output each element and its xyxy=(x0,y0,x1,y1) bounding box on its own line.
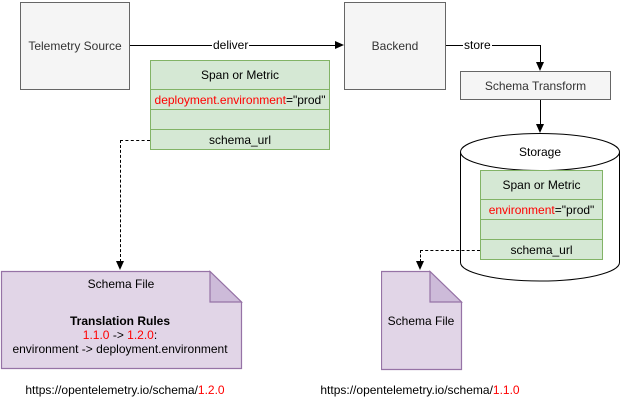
schema-url-right-version: 1.1.0 xyxy=(492,383,520,397)
node-telemetry-source: Telemetry Source xyxy=(20,2,130,90)
schema-url-left-version: 1.2.0 xyxy=(197,383,225,397)
attribute-value: ="prod" xyxy=(554,202,595,217)
schema-url-to-right-file-connector-v xyxy=(420,250,421,262)
span-metric-title: Span or Metric xyxy=(502,178,581,192)
node-schema-transform: Schema Transform xyxy=(460,71,611,100)
translation-rule-line: environment -> deployment.environment xyxy=(12,342,228,356)
schema-url-field: schema_url xyxy=(510,242,573,257)
left-file-arrowhead-icon xyxy=(116,261,124,270)
span-metric-title: Span or Metric xyxy=(200,68,280,82)
deliver-arrowhead-icon xyxy=(335,41,344,49)
schema-url-to-left-file-connector-h xyxy=(120,140,150,141)
schema-url-to-right-file-connector-h xyxy=(420,250,480,251)
schema-url-field: schema_url xyxy=(208,132,272,147)
transform-to-storage-arrowhead-icon xyxy=(536,124,544,133)
version-mapping-line: 1.1.0 -> 1.2.0: xyxy=(1,328,239,342)
schema-url-row: schema_url xyxy=(151,130,329,149)
edge-store-line-v xyxy=(540,45,541,63)
version-colon: : xyxy=(153,328,158,342)
schema-file-left-doc xyxy=(0,270,243,370)
store-edge-label: store xyxy=(463,38,492,52)
attribute-row: environment="prod" xyxy=(481,200,602,220)
schema-url-left-base: https://opentelemetry.io/schema/ xyxy=(25,383,198,397)
attribute-key: deployment.environment xyxy=(154,92,286,107)
backend-label: Backend xyxy=(371,39,419,53)
empty-row xyxy=(481,220,602,240)
schema-url-row: schema_url xyxy=(481,240,602,259)
span-metric-title-row: Span or Metric xyxy=(481,171,602,200)
store-arrowhead-icon xyxy=(536,62,544,71)
transform-to-storage-line xyxy=(540,100,541,125)
right-file-arrowhead-icon xyxy=(416,261,424,270)
version-from: 1.1.0 xyxy=(82,328,110,342)
schema-file-right-title: Schema File xyxy=(387,314,455,328)
attribute-key: environment xyxy=(488,202,555,217)
schema-url-right-base: https://opentelemetry.io/schema/ xyxy=(320,383,493,397)
storage-label: Storage xyxy=(518,145,562,159)
empty-row xyxy=(151,110,329,130)
node-backend: Backend xyxy=(344,2,446,90)
version-arrow: -> xyxy=(109,328,128,342)
schema-file-left-title: Schema File xyxy=(87,277,155,291)
attribute-value: ="prod" xyxy=(285,92,326,107)
schema-url-to-left-file-connector-v xyxy=(120,140,121,262)
schema-file-right-doc xyxy=(381,270,463,371)
schema-transform-label: Schema Transform xyxy=(484,78,587,93)
edge-store-line-h xyxy=(446,45,541,46)
span-metric-table-storage: Span or Metric environment="prod" schema… xyxy=(480,170,603,260)
version-to: 1.2.0 xyxy=(127,328,154,342)
telemetry-source-label: Telemetry Source xyxy=(28,39,122,53)
schema-url-right: https://opentelemetry.io/schema/1.1.0 xyxy=(320,383,520,397)
translation-rules-heading: Translation Rules xyxy=(69,314,171,328)
schema-url-left: https://opentelemetry.io/schema/1.2.0 xyxy=(25,383,225,397)
attribute-row: deployment.environment="prod" xyxy=(151,90,329,110)
span-metric-table-inflight: Span or Metric deployment.environment="p… xyxy=(150,60,330,150)
deliver-edge-label: deliver xyxy=(212,38,250,52)
span-metric-title-row: Span or Metric xyxy=(151,61,329,90)
